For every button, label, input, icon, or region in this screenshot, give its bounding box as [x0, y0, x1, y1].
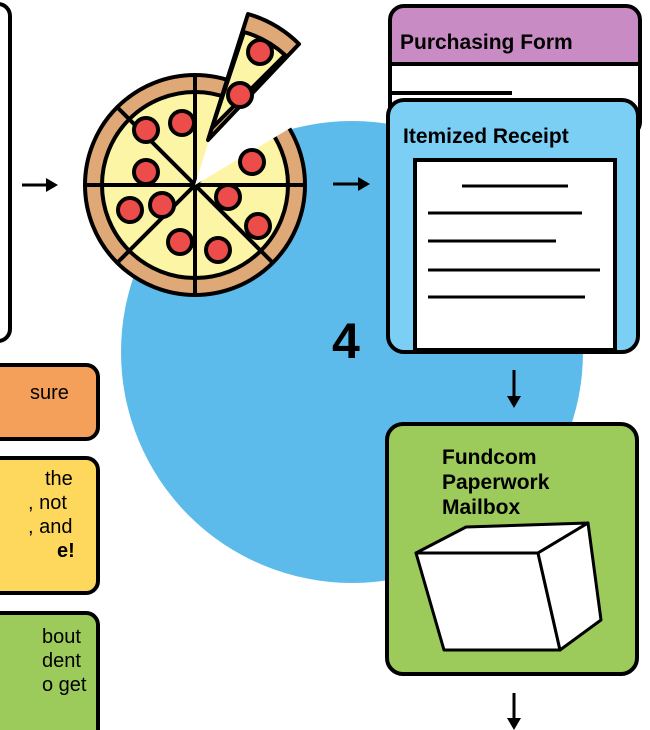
arrow-down-icon — [507, 693, 521, 730]
yellow-note — [0, 456, 100, 595]
yellow-note-line-4: e! — [57, 540, 75, 562]
yellow-note-line-1: the — [45, 468, 73, 490]
arrow-down-icon — [507, 370, 521, 408]
pizza-icon — [83, 12, 312, 297]
orange-note-text: sure — [30, 382, 69, 404]
step-number: 4 — [332, 313, 360, 369]
arrow-right-icon — [22, 178, 58, 192]
itemized-receipt-title: Itemized Receipt — [403, 125, 569, 148]
mailbox-card — [385, 422, 639, 676]
green-note-line-2: dent — [42, 650, 81, 672]
purchasing-form-title: Purchasing Form — [400, 31, 573, 54]
orange-note — [0, 363, 100, 441]
green-note-line-1: bout — [42, 626, 81, 648]
yellow-note-line-2: , not — [28, 492, 67, 514]
arrow-right-icon — [333, 177, 370, 191]
mailbox-title-line-1: Fundcom — [442, 446, 537, 469]
green-note — [0, 611, 100, 730]
green-note-line-3: o get — [42, 674, 87, 696]
left-box-frame — [0, 2, 12, 343]
mailbox-tray-icon — [414, 521, 603, 652]
mailbox-title-line-2: Paperwork — [442, 471, 550, 494]
itemized-receipt-card — [386, 98, 640, 354]
yellow-note-line-3: , and — [28, 516, 73, 538]
mailbox-title-line-3: Mailbox — [442, 496, 521, 519]
